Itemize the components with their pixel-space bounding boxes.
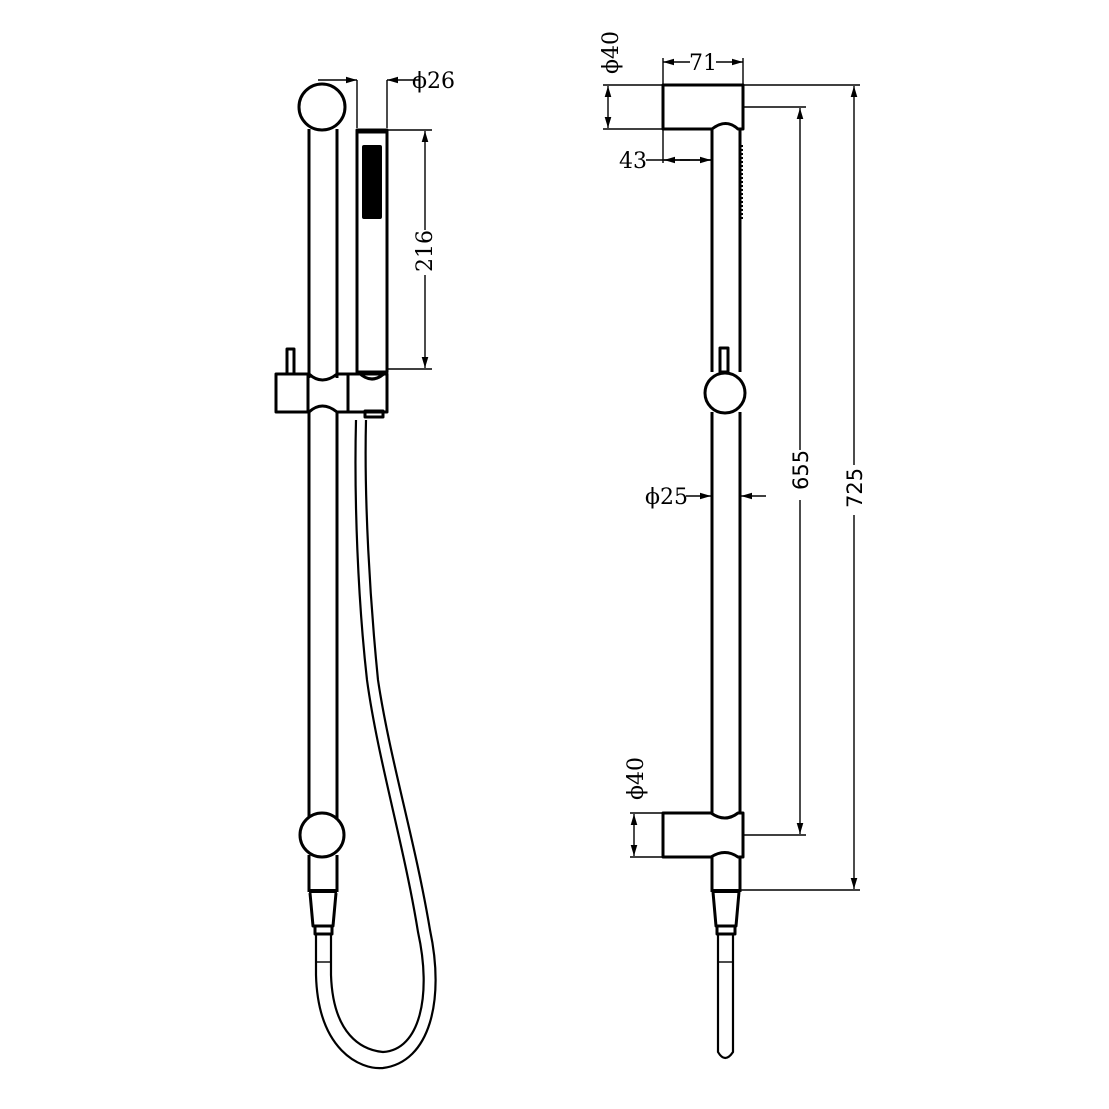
bottom-bracket [298, 811, 346, 859]
hose-connector-side [711, 891, 741, 928]
dim-handshower-diameter: ϕ26 [412, 69, 455, 94]
dim-top-bracket-depth: 71 [689, 51, 717, 76]
slider-knob [703, 371, 747, 415]
side-view: 71 ϕ40 43 ϕ25 655 725 ϕ40 [599, 31, 867, 1060]
dim-bottom-bracket-diameter: ϕ40 [624, 757, 649, 800]
hose-side [716, 934, 735, 1060]
spray-nozzles [362, 145, 382, 219]
dim-rail-offset: 43 [619, 149, 647, 174]
top-bracket [297, 82, 347, 132]
dim-handshower-length: 216 [413, 230, 438, 272]
hose-connector [308, 892, 338, 928]
bottom-bracket-side [661, 811, 745, 859]
dim-rail-diameter: ϕ25 [645, 485, 688, 510]
dim-bracket-centres: 655 [789, 450, 813, 490]
front-view: ϕ26 216 [274, 69, 455, 1070]
hose [314, 419, 437, 1070]
dim-overall-height: 725 [843, 468, 867, 508]
slider [274, 347, 389, 414]
top-bracket-side [661, 83, 745, 131]
hand-shower [355, 128, 389, 374]
dim-top-bracket-diameter: ϕ40 [599, 31, 624, 74]
